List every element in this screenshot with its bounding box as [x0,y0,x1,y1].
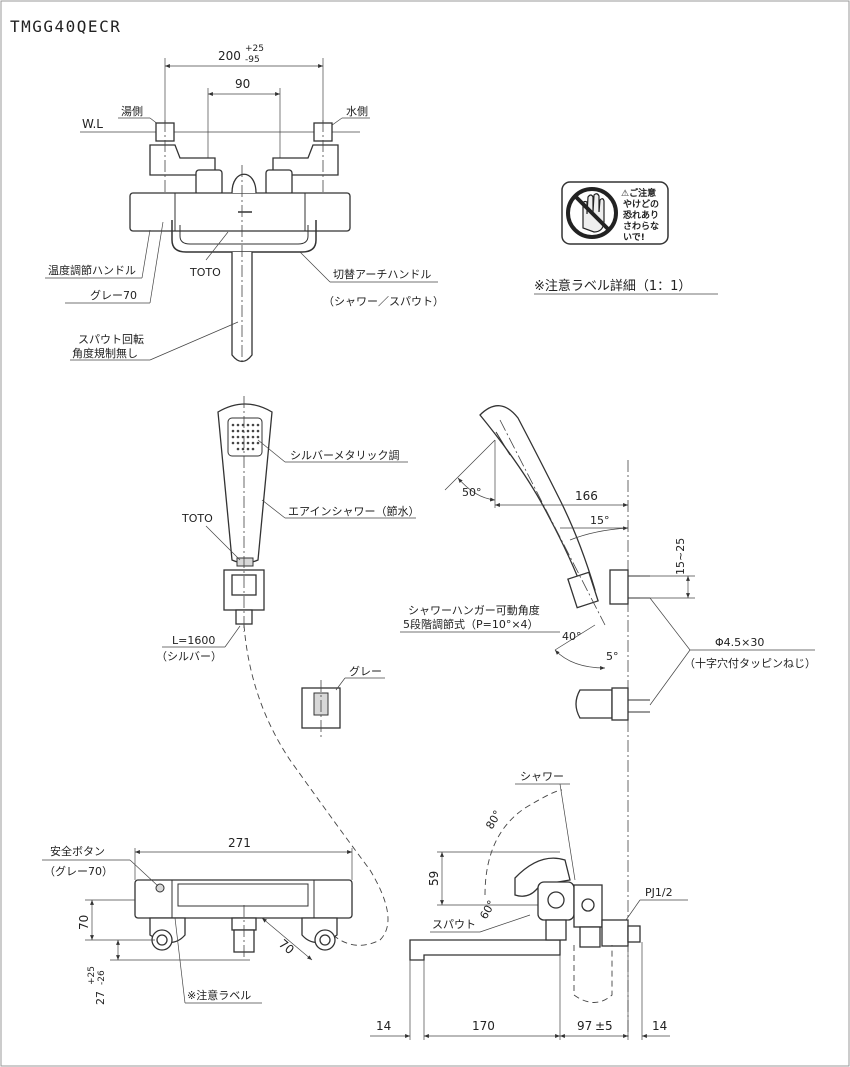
angle-40: 40° [562,630,582,643]
dim-70-vertical: 70 [77,915,91,930]
angle-60: 60° [477,898,498,921]
cold-side-label: 水側 [346,105,368,118]
air-in-shower-label: エアインシャワー（節水） [288,504,419,518]
temp-handle-label: 温度調節ハンドル [48,263,136,277]
shower-head-view: シルバーメタリック調 エアインシャワー（節水） TOTO L=1600 （シルバ… [156,396,419,946]
caution-label-ref: ※注意ラベル [187,988,251,1002]
dim-15-25: 15~25 [674,538,687,575]
dim-97-tol: ±5 [595,1019,613,1033]
dim-200: 200 [218,49,241,63]
angle-5: 5° [606,650,619,663]
gray-label: グレー [349,664,382,678]
dim-166: 166 [575,489,598,503]
model-title: TMGG40QECR [10,17,121,36]
safety-button-color: （グレー70） [44,864,113,878]
gray70-label: グレー70 [90,288,137,302]
wl-label: W.L [82,117,103,131]
hose-length-label: L=1600 [172,634,215,647]
dim-27-tol-plus: +25 [87,966,97,985]
dim-14-left: 14 [376,1019,391,1033]
angle-15: 15° [590,514,610,527]
hanger-text-2: 5段階調節式（P=10°×4） [403,617,539,631]
silver-metallic-label: シルバーメタリック調 [290,448,400,462]
spout-rotation-label-1: スパウト回転 [78,333,144,346]
caution-line-1: ⚠ご注意 [621,187,656,199]
caution-line-3: 恐れあり [623,210,659,221]
side-view: 50° 166 15° 15~25 シャワーハンガー可動角度 5段階調節式（P=… [400,405,816,1040]
caution-line-5: いで! [623,232,645,243]
brand-top: TOTO [189,266,221,279]
safety-button-label: 安全ボタン [50,844,105,858]
angle-80: 80° [483,808,504,831]
top-view: 200 +25 -95 90 W.L 湯側 水側 [45,44,444,365]
spout-label: スパウト [432,918,476,931]
angle-50: 50° [462,486,482,499]
caution-line-4: さわらな [623,221,659,232]
hanger-text-1: シャワーハンガー可動角度 [408,603,540,617]
caution-caption: ※注意ラベル詳細（1：1） [534,278,691,294]
switch-handle-note: （シャワー／スパウト） [323,295,444,308]
dim-170: 170 [472,1019,495,1033]
dim-200-tol-plus: +25 [245,44,264,54]
dim-59: 59 [427,871,441,886]
dim-90: 90 [235,77,250,91]
screw-note: （十字穴付タッピンねじ） [684,656,816,670]
spout-rotation-label-2: 角度規制無し [72,346,138,360]
pj-label: PJ1/2 [645,886,673,899]
dim-200-tol-minus: -95 [245,55,260,65]
dim-70-diagonal: 70 [276,937,297,958]
brand-shower: TOTO [181,512,213,525]
switch-handle-label: 切替アーチハンドル [333,267,431,281]
dim-27-tol-minus: -26 [97,970,107,985]
front-view: 271 安全ボタン （グレー70） 70 27 +25 -26 [42,836,353,1005]
shower-label: シャワー [520,770,564,783]
dim-271: 271 [228,836,251,850]
dim-14-right: 14 [652,1019,667,1033]
spout-side-view: シャワー 80° 59 60° スパウト PJ1/2 [370,770,688,1040]
hose-color-label: （シルバー） [156,650,222,663]
dim-97: 97 [577,1019,592,1033]
screw-spec: Φ4.5×30 [715,636,764,649]
caution-line-2: やけどの [623,198,659,210]
hot-side-label: 湯側 [121,105,143,118]
dim-27: 27 [94,991,107,1005]
caution-label-detail: ⚠ご注意 やけどの 恐れあり さわらな いで! ※注意ラベル詳細（1：1） [534,181,718,295]
